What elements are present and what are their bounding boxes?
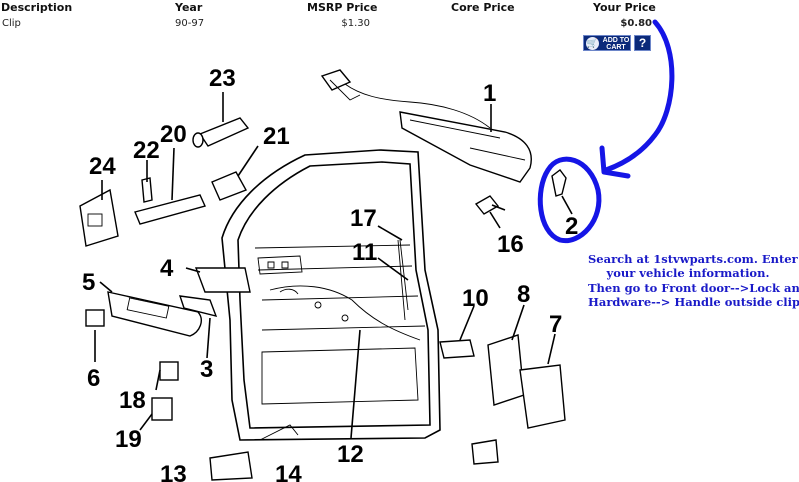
col-your-price: Your Price [593,1,656,14]
part-10 [439,339,475,359]
col-year: Year [175,1,203,14]
instruction-line: Then go to Front door-->Lock and [588,280,799,295]
blue-annotation [537,19,675,244]
cell-your-price: $0.80 [620,18,652,29]
door-frame [221,149,441,441]
part-13 [209,451,253,481]
cart-icon: 🛒 [586,37,599,50]
label-3: 3 [200,356,213,383]
part-19 [151,397,173,421]
label-11: 11 [352,239,377,266]
label-1: 1 [483,80,496,107]
add-to-cart-label-1: ADD TO [602,37,630,44]
hinge-part-24 [79,188,119,247]
instruction-line: Hardware--> Handle outside clip [588,295,799,310]
label-2: 2 [565,213,578,240]
screw-part-16 [474,195,506,215]
door-lock-7 [519,364,566,429]
col-description: Description [1,1,73,14]
label-4: 4 [160,255,174,282]
label-5: 5 [82,269,95,296]
inner-handle [178,267,251,318]
label-18: 18 [119,387,146,414]
add-to-cart-label-2: CART [606,44,626,51]
label-16: 16 [497,231,524,258]
label-19: 19 [115,426,142,453]
instruction-line: your vehicle information. [606,266,770,281]
label-13: 13 [160,461,187,482]
callout-numbers: 1 2 3 4 5 6 7 8 10 11 12 13 14 16 17 18 … [82,65,578,482]
col-msrp: MSRP Price [307,1,378,14]
label-8: 8 [517,281,530,308]
label-21: 21 [263,123,290,150]
part-14 [259,424,299,441]
cell-msrp: $1.30 [341,18,370,29]
rod-part-23 [192,117,250,148]
cap-part-6 [85,309,105,327]
add-to-cart-button[interactable]: 🛒 ADD TO CART [583,35,631,51]
clip-part [551,169,567,197]
part-18 [159,361,179,381]
latch-plate-8 [487,334,525,406]
col-core: Core Price [451,1,515,14]
label-22: 22 [133,137,160,164]
leader-lines [94,92,573,439]
label-7: 7 [549,311,562,338]
label-24: 24 [89,153,116,180]
instructions-note: Search at 1stvwparts.com. Enter your veh… [588,252,799,310]
label-14: 14 [275,461,302,482]
price-table-header: Description Year MSRP Price Core Price Y… [0,0,799,16]
label-17: 17 [350,205,377,232]
cell-description: Clip [2,18,21,29]
check-strap [134,171,248,225]
bolt-part [471,439,499,465]
cell-year: 90-97 [175,18,205,29]
inner-handle-bezel [107,291,202,337]
label-6: 6 [87,365,100,392]
instruction-line: Search at 1stvwparts.com. Enter [588,252,798,266]
label-10: 10 [462,285,489,312]
label-23: 23 [209,65,236,92]
label-12: 12 [337,441,364,468]
label-20: 20 [160,121,187,148]
help-button[interactable]: ? [634,35,651,51]
outside-handle [320,69,532,183]
